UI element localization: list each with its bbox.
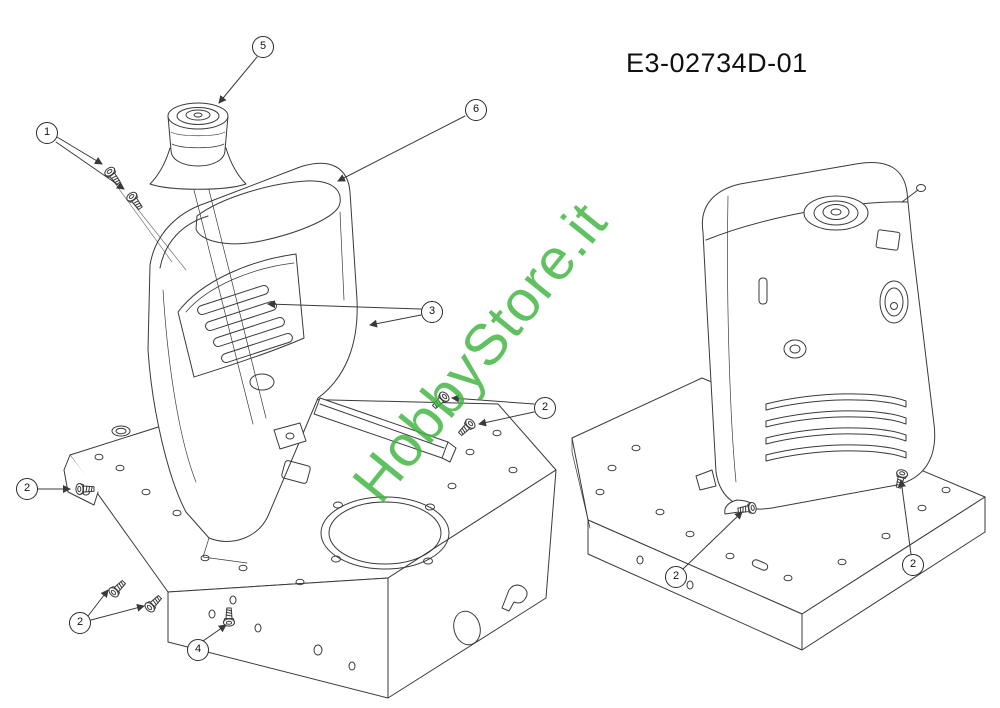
callout-3: 3 [421,301,443,323]
j-slot-hole [501,584,528,612]
chassis-plate-front-view [63,397,557,699]
support-bar-part [313,397,457,463]
callout-2-rear-right: 2 [902,554,924,576]
screw-item-1b [124,189,146,212]
callout-1: 1 [36,122,58,144]
console-foot-bracket [695,469,717,491]
screw-item-1a [102,164,124,187]
vent-slats [765,393,907,462]
screw-item-2e [142,592,165,615]
callout-5: 5 [252,36,274,58]
callout-2-rear-left: 2 [665,566,687,588]
small-bracket-part [273,422,307,450]
screw-item-2d [106,577,129,600]
callout-2-bottom-left: 2 [69,612,91,634]
callout-2-left: 2 [16,478,38,500]
callout-6: 6 [465,99,487,121]
steering-bellows-part [149,102,247,190]
dash-console-front-view [147,162,358,564]
callout-4: 4 [187,639,209,661]
rear-assembled-view-drawing [571,162,986,651]
throttle-lever [901,189,919,203]
mounting-screws-front [75,164,478,627]
front-exploded-view-drawing [63,102,557,699]
callout-2-upper-right: 2 [534,397,556,419]
dash-console-rear-view [695,162,936,515]
callout-leader-lines [37,56,912,642]
part-number-title: E3-02734D-01 [626,48,808,78]
